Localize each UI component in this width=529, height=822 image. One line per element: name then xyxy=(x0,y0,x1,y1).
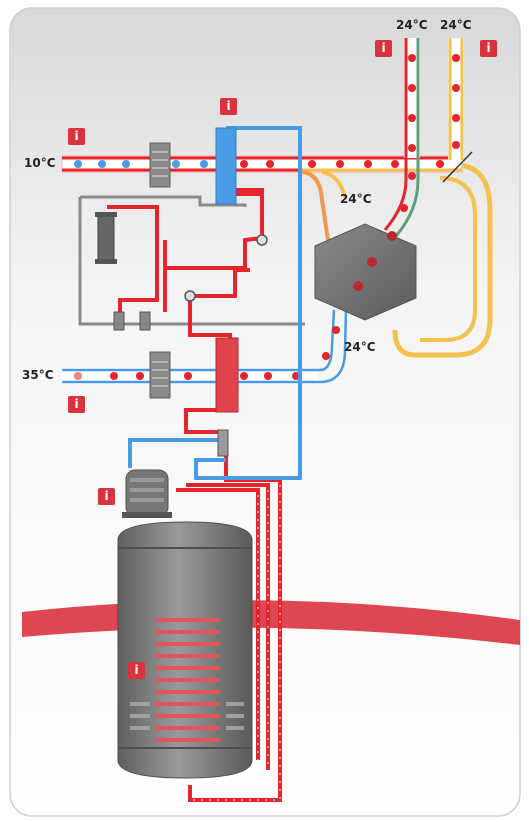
info-button-fresh-air[interactable]: i xyxy=(68,128,85,145)
heat-exchanger xyxy=(314,223,417,321)
info-button-return-duct[interactable]: i xyxy=(480,40,497,57)
info-button-exhaust[interactable]: i xyxy=(68,396,85,413)
refrigerant-circuit xyxy=(107,188,282,802)
inner-coil xyxy=(130,702,244,730)
sensor-left xyxy=(113,311,125,331)
sensor-right xyxy=(139,311,151,331)
evaporator xyxy=(215,127,237,205)
temp-label-top-left: 24°C xyxy=(396,18,428,32)
supply-duct-vertical xyxy=(383,38,420,237)
fresh-air-dots xyxy=(74,160,444,168)
filter-fresh-air xyxy=(149,142,171,188)
info-button-compressor[interactable]: i xyxy=(98,488,115,505)
condenser xyxy=(215,337,239,413)
valve-icon-lower xyxy=(184,290,196,302)
receiver xyxy=(95,212,117,264)
valve-icon-upper xyxy=(256,234,268,246)
flow-valve xyxy=(217,429,229,457)
compressor xyxy=(122,469,172,518)
damper-icon xyxy=(442,151,473,183)
temp-label-fresh-air: 10°C xyxy=(24,156,56,170)
info-button-supply-duct[interactable]: i xyxy=(375,40,392,57)
yellow-loop-inner xyxy=(420,176,477,342)
yellow-branch xyxy=(321,170,347,199)
info-button-evaporator[interactable]: i xyxy=(220,98,237,115)
temp-label-exchanger-upper: 24°C xyxy=(340,192,372,206)
info-button-water-tank[interactable]: i xyxy=(128,662,145,679)
temp-label-exchanger-lower: 24°C xyxy=(344,340,376,354)
temp-label-top-right: 24°C xyxy=(440,18,472,32)
orange-branch xyxy=(299,170,330,241)
temp-label-exhaust: 35°C xyxy=(22,368,54,382)
heating-coil xyxy=(155,618,220,742)
yellow-loop-outer xyxy=(392,162,493,358)
control-enclosure xyxy=(78,195,305,326)
exhaust-duct xyxy=(62,307,348,384)
return-duct-vertical xyxy=(442,38,473,183)
filter-exhaust xyxy=(149,351,171,399)
water-tank xyxy=(117,521,253,779)
